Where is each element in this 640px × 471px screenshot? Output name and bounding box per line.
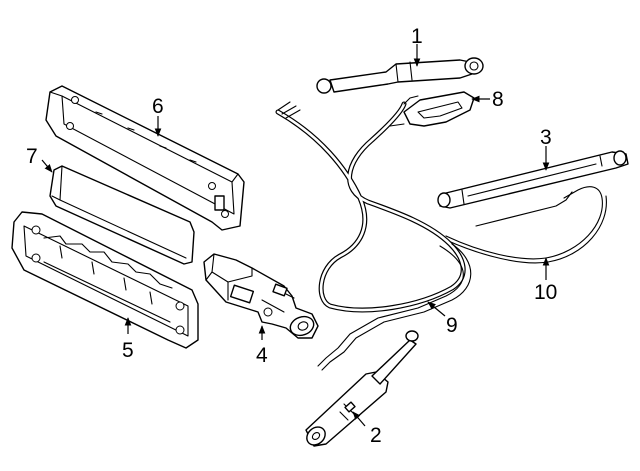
part-7-strip (49, 165, 195, 265)
callout-3: 3 (540, 126, 552, 149)
callout-9: 9 (446, 314, 458, 337)
part-9-hose (275, 95, 472, 371)
callout-5: 5 (122, 339, 134, 362)
callout-1: 1 (411, 25, 423, 48)
part-2-cylinder (305, 330, 419, 447)
leader-9 (427, 301, 446, 317)
callout-4: 4 (256, 344, 268, 367)
callout-7: 7 (26, 145, 38, 168)
part-6-housing (45, 85, 245, 231)
callout-labels: 1 2 3 4 5 6 7 8 9 10 (26, 25, 557, 447)
callout-10: 10 (534, 281, 557, 304)
leader-lines (41, 44, 550, 427)
part-5-reservoir (11, 211, 199, 349)
callout-6: 6 (152, 95, 164, 118)
part-3-cylinder (437, 150, 629, 209)
part-8-bracket (389, 91, 475, 127)
leader-2 (352, 411, 366, 427)
leader-7 (41, 159, 53, 173)
callout-2: 2 (370, 424, 382, 447)
part-4-pump-motor (203, 253, 319, 339)
callout-8: 8 (492, 88, 504, 111)
part-1-strut (316, 57, 484, 94)
